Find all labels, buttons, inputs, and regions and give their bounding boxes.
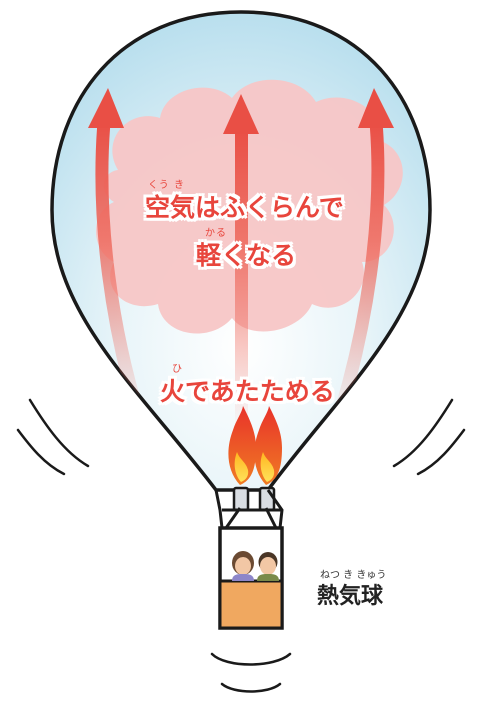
burner-flames xyxy=(228,406,282,485)
label-ruby: ねつ き きゅう xyxy=(320,570,387,581)
balloon-label: 熱気球 xyxy=(317,584,384,609)
top-text-line1: 空気はふくらんで xyxy=(145,193,344,222)
top-text-line2: 軽くなる xyxy=(196,241,297,270)
center-heat-arrow xyxy=(235,130,248,430)
motion-lines xyxy=(16,398,466,693)
passenger-right xyxy=(257,552,279,581)
fire-text: 火であたためる xyxy=(160,377,335,406)
top-text-ruby: くう き xyxy=(148,180,185,191)
top-text-ruby2: かる xyxy=(205,228,227,239)
passenger-left xyxy=(232,551,254,581)
right-heat-arrow xyxy=(331,121,385,422)
fire-text-ruby: ひ xyxy=(172,364,183,375)
expanded-air-cloud xyxy=(96,79,403,334)
basket-ropes xyxy=(214,489,284,529)
